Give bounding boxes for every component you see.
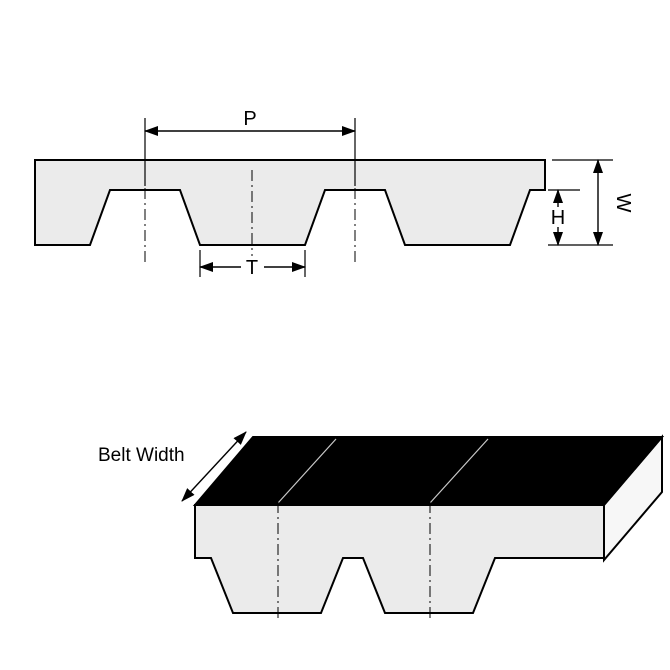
height-label-background (548, 207, 568, 227)
belt-front-face (194, 504, 605, 614)
belt-top-face (192, 436, 665, 506)
belt-3d-figure: Belt Width (98, 431, 665, 622)
top-face-centerline-right (429, 438, 489, 504)
belt-width-arrow (181, 431, 247, 502)
belt-width-label: Belt Width (98, 445, 185, 466)
tooth-width-label: T (246, 257, 258, 279)
belt-cross-section-outline (34, 159, 546, 246)
belt-thickness-label: W (612, 194, 634, 213)
top-face-centerline-left (277, 438, 337, 504)
tooth-height-label: H (551, 207, 565, 229)
tooth-label-background (241, 256, 264, 277)
cross-section-figure: P T H W (34, 108, 634, 279)
pitch-label: P (243, 108, 256, 130)
